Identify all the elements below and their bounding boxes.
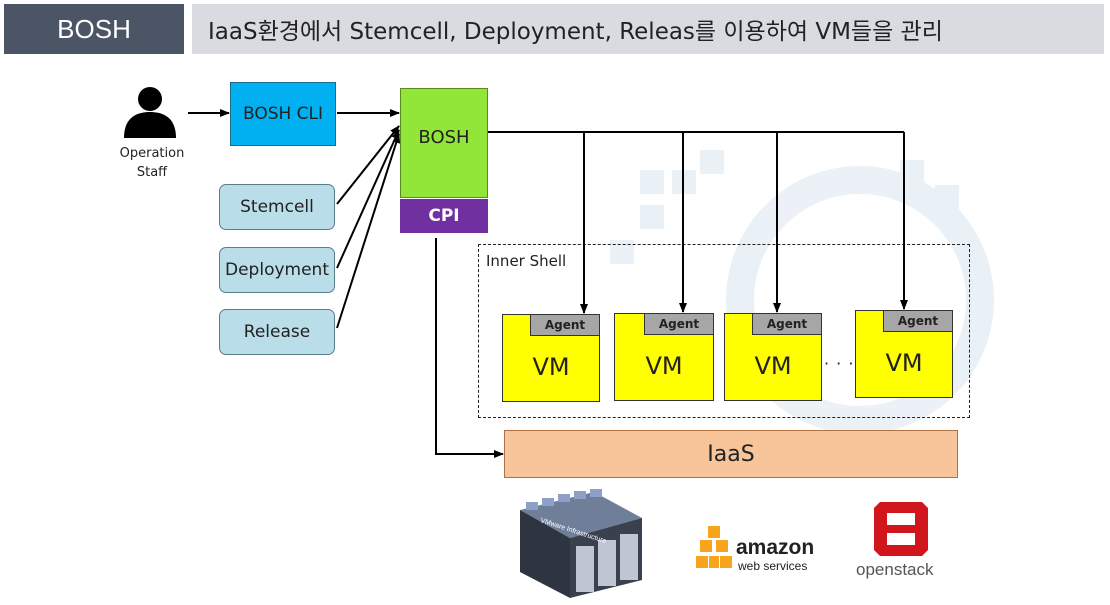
operator-label: Operation Staff: [108, 144, 196, 182]
arrow-cpi-to-iaas: [435, 238, 504, 458]
agent-label-4: Agent: [883, 310, 953, 332]
agent-label-3: Agent: [752, 313, 822, 335]
openstack-wordmark: openstack: [856, 560, 934, 579]
arrow-stemcell-to-bosh: [336, 125, 400, 205]
amazon-web-services-logo-icon: [696, 526, 732, 568]
openstack-logo-icon: [874, 502, 928, 556]
person-icon: [124, 87, 176, 138]
iaas-box: IaaS: [504, 430, 958, 478]
bosh-director-box: BOSH: [400, 88, 488, 198]
deployment-box: Deployment: [219, 247, 335, 293]
header-section-title: BOSH: [4, 4, 184, 54]
cpi-box: CPI: [400, 199, 488, 233]
agent-label-1: Agent: [530, 314, 600, 336]
vmware-server-rack-icon: VMware Infrastructure: [520, 489, 642, 598]
operator-label-line1: Operation: [119, 146, 185, 161]
web-services-wordmark: web services: [738, 559, 808, 573]
release-box: Release: [219, 309, 335, 355]
header-description: IaaS환경에서 Stemcell, Deployment, Releas를 이…: [192, 4, 1104, 54]
amazon-wordmark: amazon: [736, 536, 815, 559]
stemcell-box: Stemcell: [219, 184, 335, 230]
operator-label-line2: Staff: [136, 165, 168, 180]
arrow-deployment-to-bosh: [336, 129, 400, 269]
inner-shell-boundary: [478, 244, 970, 418]
inner-shell-label: Inner Shell: [486, 252, 567, 270]
vm-ellipsis: · · ·: [824, 354, 855, 373]
agent-label-2: Agent: [644, 313, 714, 335]
arrow-release-to-bosh: [336, 133, 401, 329]
bosh-cli-box: BOSH CLI: [230, 82, 336, 146]
